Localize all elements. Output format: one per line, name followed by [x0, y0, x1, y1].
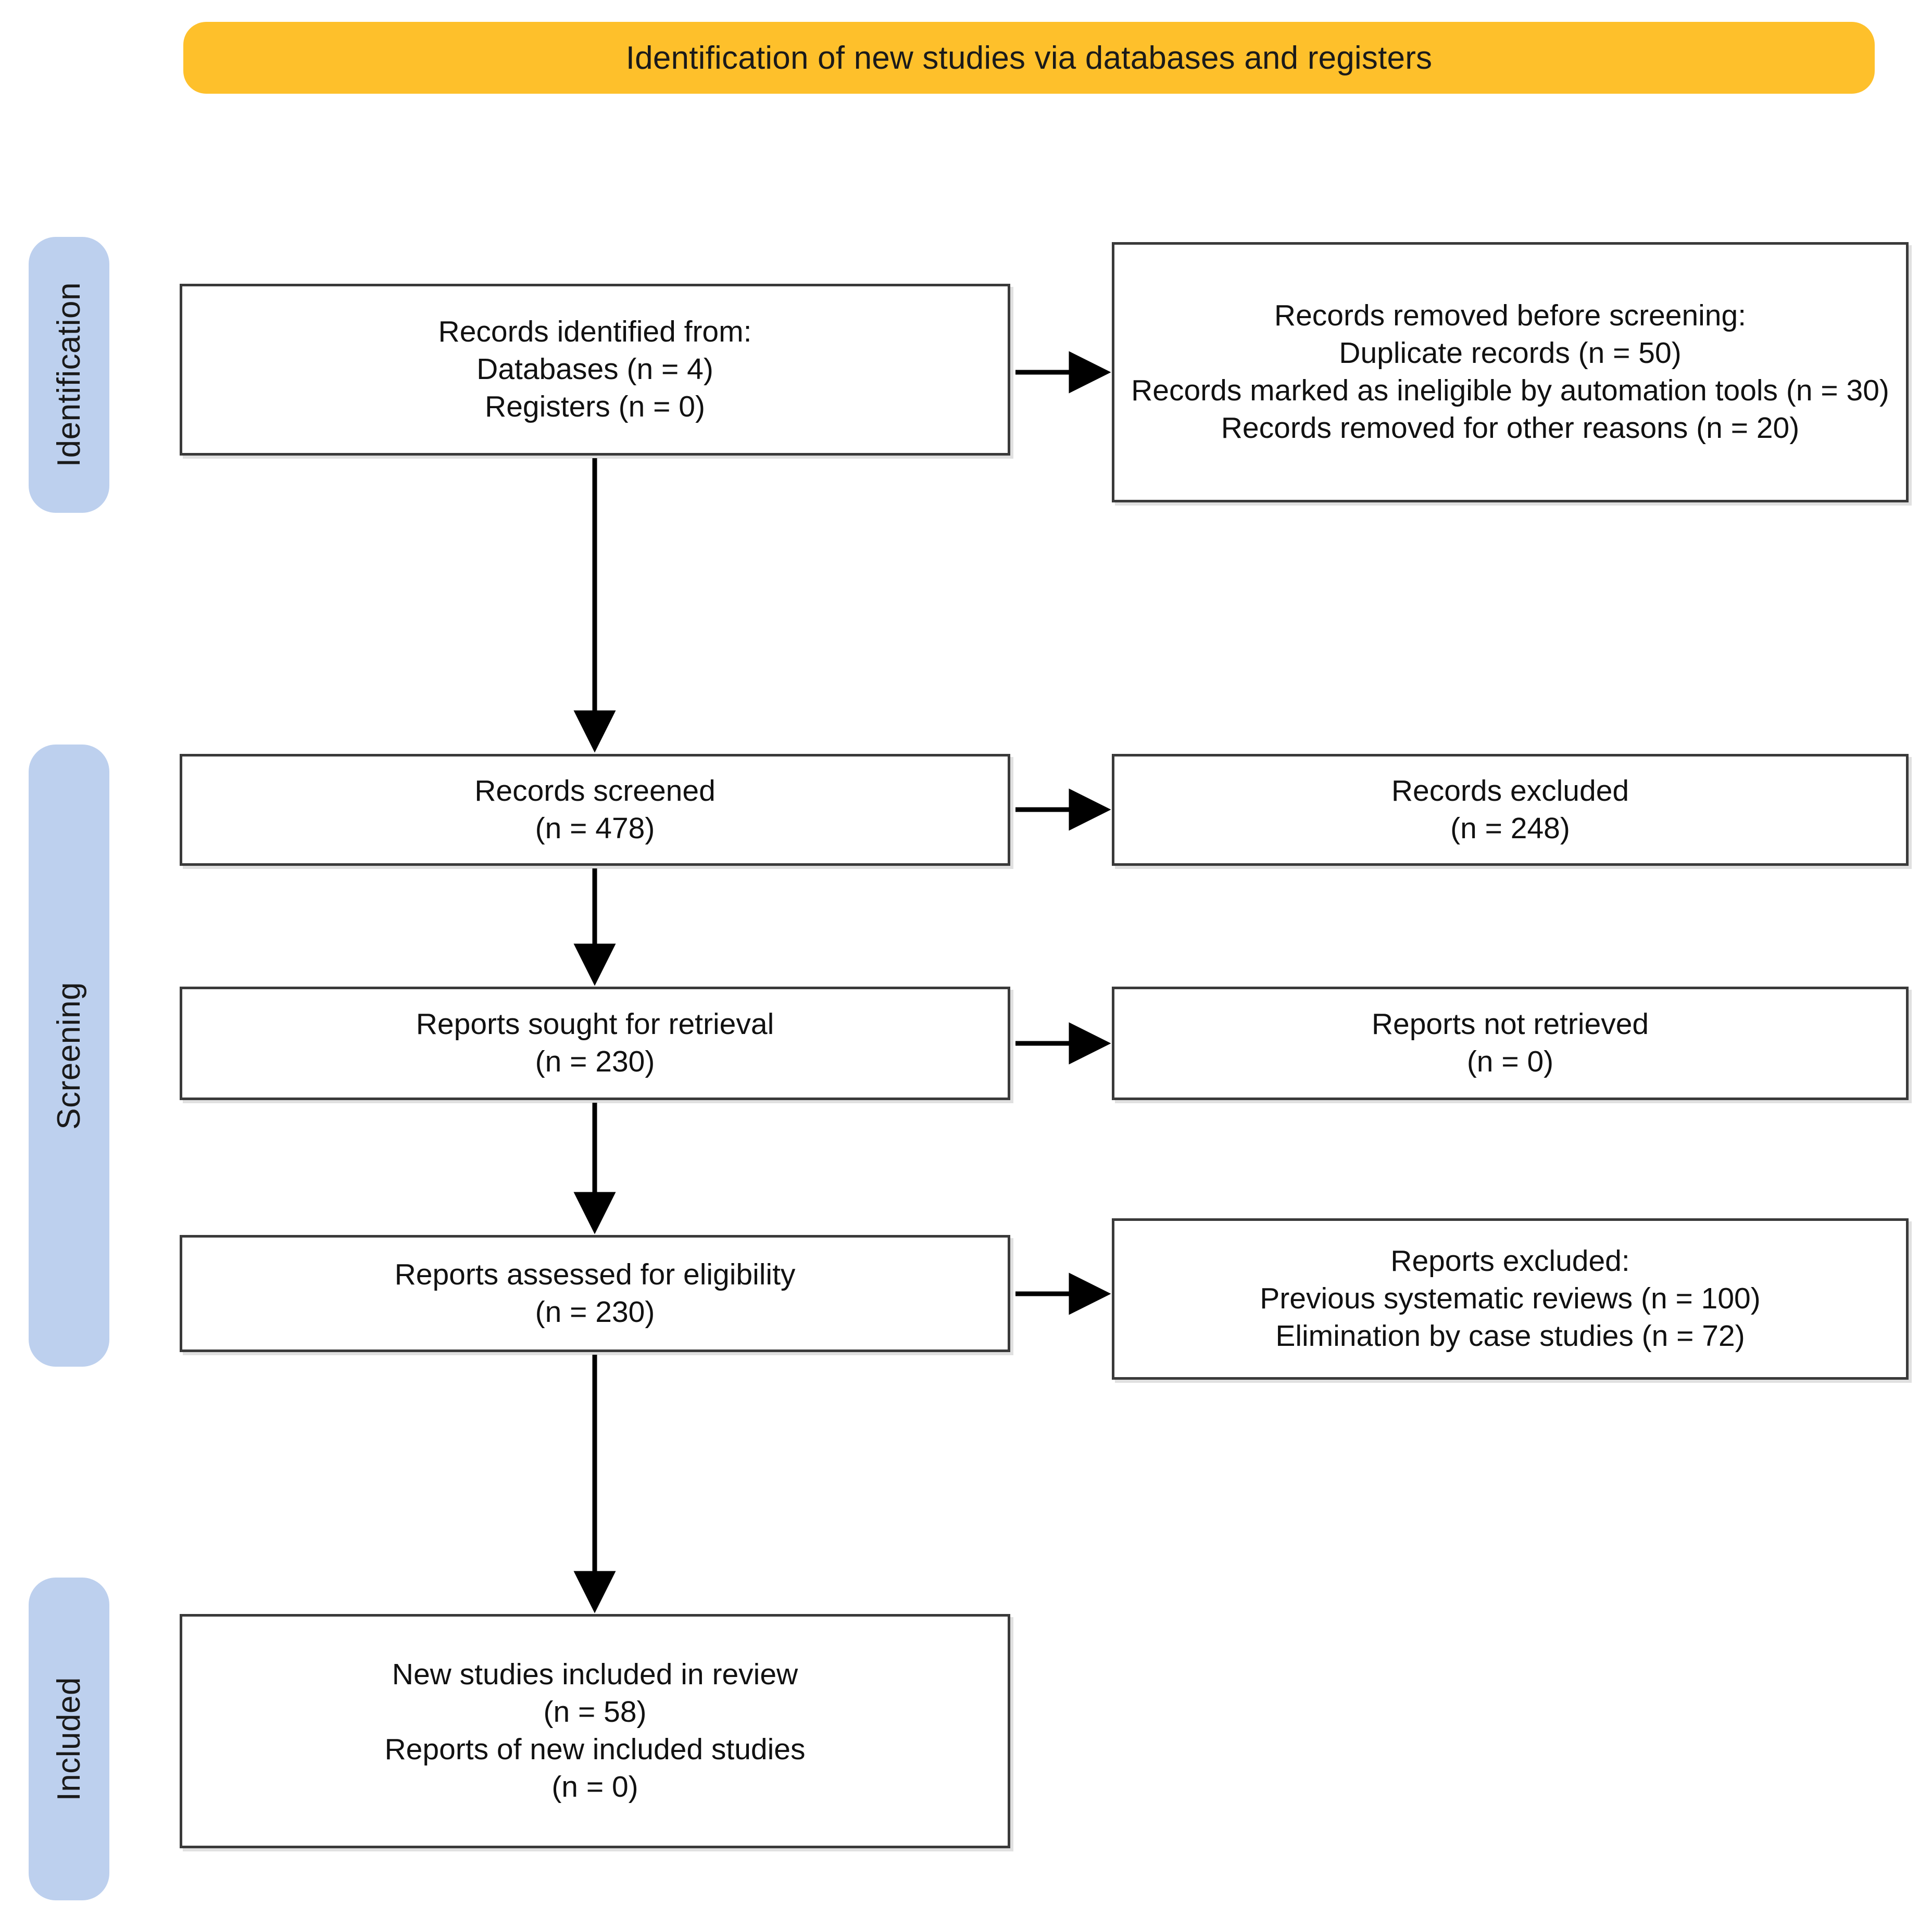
box-line: (n = 230) [535, 1045, 655, 1078]
box-line: Reports not retrieved [1371, 1007, 1649, 1041]
box-records-removed-before-screening: Records removed before screening: Duplic… [1112, 242, 1909, 502]
stage-pill-screening: Screening [29, 745, 109, 1367]
box-line: Previous systematic reviews (n = 100) [1260, 1282, 1761, 1316]
box-line: Registers (n = 0) [485, 389, 705, 423]
stage-label-included: Included [51, 1676, 87, 1801]
box-line: New studies included in review [392, 1658, 798, 1692]
box-new-studies-included: New studies included in review (n = 58) … [180, 1614, 1010, 1848]
box-line: Reports excluded: [1390, 1244, 1630, 1278]
stage-pill-identification: Identification [29, 237, 109, 513]
box-reports-assessed-for-eligibility: Reports assessed for eligibility (n = 23… [180, 1235, 1010, 1352]
banner-title: Identification of new studies via databa… [625, 40, 1433, 76]
box-line: (n = 478) [535, 811, 655, 845]
box-records-excluded: Records excluded (n = 248) [1112, 754, 1909, 866]
stage-label-screening: Screening [51, 981, 87, 1130]
box-line: (n = 0) [1466, 1045, 1554, 1078]
box-reports-not-retrieved: Reports not retrieved (n = 0) [1112, 987, 1909, 1100]
box-line: Records marked as ineligible by automati… [1131, 374, 1889, 407]
box-records-identified: Records identified from: Databases (n = … [180, 284, 1010, 456]
box-line: (n = 0) [551, 1770, 638, 1804]
box-line: Records screened [474, 774, 716, 808]
box-line: (n = 248) [1450, 811, 1570, 845]
box-reports-excluded: Reports excluded: Previous systematic re… [1112, 1218, 1909, 1380]
box-line: Records excluded [1391, 774, 1629, 808]
box-line: Records identified from: [438, 315, 752, 349]
box-line: Records removed before screening: [1274, 299, 1747, 333]
box-line: Reports of new included studies [384, 1733, 806, 1766]
box-line: (n = 58) [543, 1695, 647, 1729]
stage-label-identification: Identification [51, 282, 87, 468]
box-line: Elimination by case studies (n = 72) [1275, 1319, 1745, 1353]
diagram-banner: Identification of new studies via databa… [183, 22, 1875, 94]
box-reports-sought-for-retrieval: Reports sought for retrieval (n = 230) [180, 987, 1010, 1100]
box-line: Duplicate records (n = 50) [1339, 336, 1682, 370]
box-line: Reports assessed for eligibility [394, 1257, 796, 1291]
box-line: Records removed for other reasons (n = 2… [1221, 411, 1800, 445]
box-line: Reports sought for retrieval [416, 1007, 774, 1041]
box-records-screened: Records screened (n = 478) [180, 754, 1010, 866]
box-line: Databases (n = 4) [476, 352, 713, 386]
box-line: (n = 230) [535, 1295, 655, 1329]
stage-pill-included: Included [29, 1578, 109, 1900]
